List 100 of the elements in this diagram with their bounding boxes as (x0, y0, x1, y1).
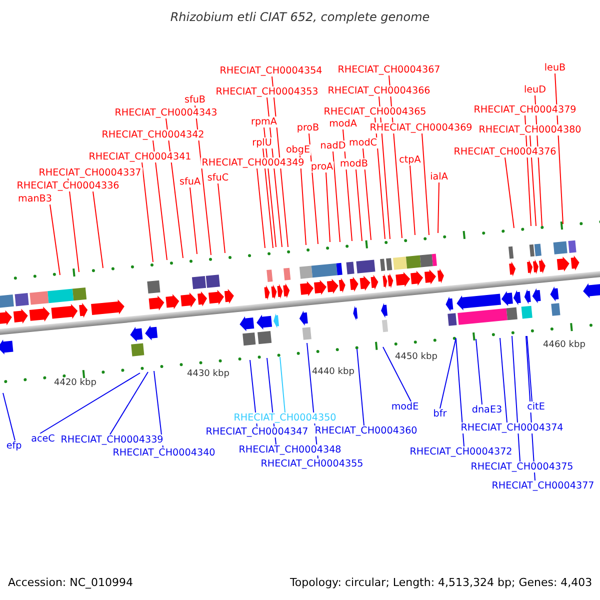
leader-line (440, 338, 456, 409)
gene-label: RHECIAT_CH0004365 (322, 106, 428, 118)
leader-line (362, 148, 372, 240)
gene-label: proA (310, 162, 334, 172)
leader-line (438, 182, 440, 234)
gene-label: sfuB (183, 94, 207, 106)
gene-label: RHECIAT_CH0004369 (368, 122, 474, 134)
gene-label: RHECIAT_CH0004337 (38, 168, 142, 178)
gene-label: nadD (319, 140, 347, 152)
leader-line (266, 358, 276, 445)
leader-line (2, 392, 16, 441)
gene-label: efp (5, 440, 23, 452)
gene-label: RHECIAT_CH0004342 (100, 130, 206, 140)
leader-line (554, 73, 564, 224)
leader-line (142, 162, 154, 262)
gene-label: rplU (251, 138, 273, 148)
gene-label: ialA (429, 172, 449, 182)
scale-label: 4450 kbp (395, 352, 438, 362)
title: Rhizobium etli CIAT 652, complete genome (170, 10, 430, 24)
leader-line (154, 370, 164, 448)
gene-label: RHECIAT_CH0004353 (214, 86, 320, 98)
leader-line (152, 140, 168, 260)
gene-label: RHECIAT_CH0004376 (452, 146, 558, 158)
gene-label: RHECIAT_CH0004336 (16, 180, 120, 192)
leader-line (272, 76, 288, 248)
gene-label: RHECIAT_CH0004366 (326, 86, 432, 96)
gene-label: RHECIAT_CH0004377 (490, 480, 596, 492)
leader-line (500, 338, 508, 423)
leader-line (300, 155, 306, 246)
gene-label: sfuC (206, 172, 230, 184)
leader-line (306, 342, 318, 459)
scale-label: 4460 kbp (543, 340, 586, 350)
leader-line (40, 372, 140, 434)
gene-label: RHECIAT_CH0004367 (336, 64, 442, 76)
leader-line (326, 172, 330, 242)
leader-line (476, 338, 482, 405)
leader-line (92, 191, 104, 268)
leader-line (378, 96, 390, 240)
gene-label: RHECIAT_CH0004354 (218, 66, 324, 76)
leader-line (410, 165, 416, 236)
leader-line (524, 115, 532, 226)
gene-label: RHECIAT_CH0004339 (60, 434, 164, 446)
leader-line (526, 336, 532, 402)
gene-label: RHECIAT_CH0004372 (408, 446, 514, 458)
leader-line (280, 356, 286, 413)
gene-label: obgE (284, 144, 312, 156)
gene-label: RHECIAT_CH0004360 (314, 426, 418, 436)
leader-line (534, 95, 542, 226)
leader-line (308, 133, 318, 244)
leader-line (356, 169, 362, 242)
leader-line (356, 348, 364, 426)
gene-label: rpmA (250, 116, 278, 128)
leader-line (456, 338, 464, 447)
scale-label: 4430 kbp (187, 369, 230, 379)
leader-line (388, 75, 402, 238)
gene-label: dnaE3 (470, 404, 504, 416)
leader-line (526, 336, 536, 481)
gene-label: RHECIAT_CH0004348 (238, 444, 342, 456)
leader-line (422, 133, 430, 236)
leader-line (374, 117, 386, 240)
leader-line (218, 183, 226, 254)
gene-label: modC (348, 138, 378, 148)
scale-label: 4440 kbp (312, 367, 354, 377)
gene-label: RHECIAT_CH0004380 (478, 124, 582, 136)
leader-line (194, 105, 212, 256)
gene-label: leuD (522, 84, 548, 96)
gene-label: aceC (30, 434, 56, 444)
leader-line (342, 129, 352, 242)
leader-line (382, 346, 412, 402)
gene-label: modE (390, 402, 420, 412)
gene-label: RHECIAT_CH0004350 (232, 412, 338, 424)
leader-line (68, 178, 80, 272)
gene-label: proB (296, 122, 320, 134)
leader-line (110, 372, 148, 435)
gene-label: RHECIAT_CH0004379 (472, 104, 578, 116)
leader-line (264, 127, 276, 248)
gene-label: RHECIAT_CH0004341 (88, 152, 192, 162)
footer-text: Accession: NC_010994 (8, 576, 134, 588)
leader-line (190, 187, 198, 254)
leader-line (262, 148, 274, 248)
gene-label: modA (328, 118, 358, 130)
leader-line (266, 97, 282, 248)
leader-line (332, 151, 340, 242)
gene-label: RHECIAT_CH0004347 (204, 426, 310, 438)
gene-label: RHECIAT_CH0004340 (112, 448, 216, 458)
leader-line (250, 360, 258, 427)
leader-line (166, 118, 184, 258)
scale-label: 4420 kbp (54, 378, 96, 388)
gene-label: RHECIAT_CH0004343 (114, 108, 218, 118)
leader-line (504, 157, 514, 228)
leader-line (50, 204, 60, 276)
gene-label: RHECIAT_CH0004374 (460, 422, 564, 434)
gene-label: sfuA (178, 176, 202, 188)
gene-label: leuB (543, 62, 567, 74)
gene-label: citE (526, 402, 546, 412)
footer-text: Topology: circular; Length: 4,513,324 bp; Genes: 4,403 (290, 576, 592, 588)
gene-label: bfr (432, 408, 448, 420)
leader-line (530, 135, 536, 226)
leader-line (256, 168, 266, 248)
gene-label: RHECIAT_CH0004375 (470, 462, 574, 472)
